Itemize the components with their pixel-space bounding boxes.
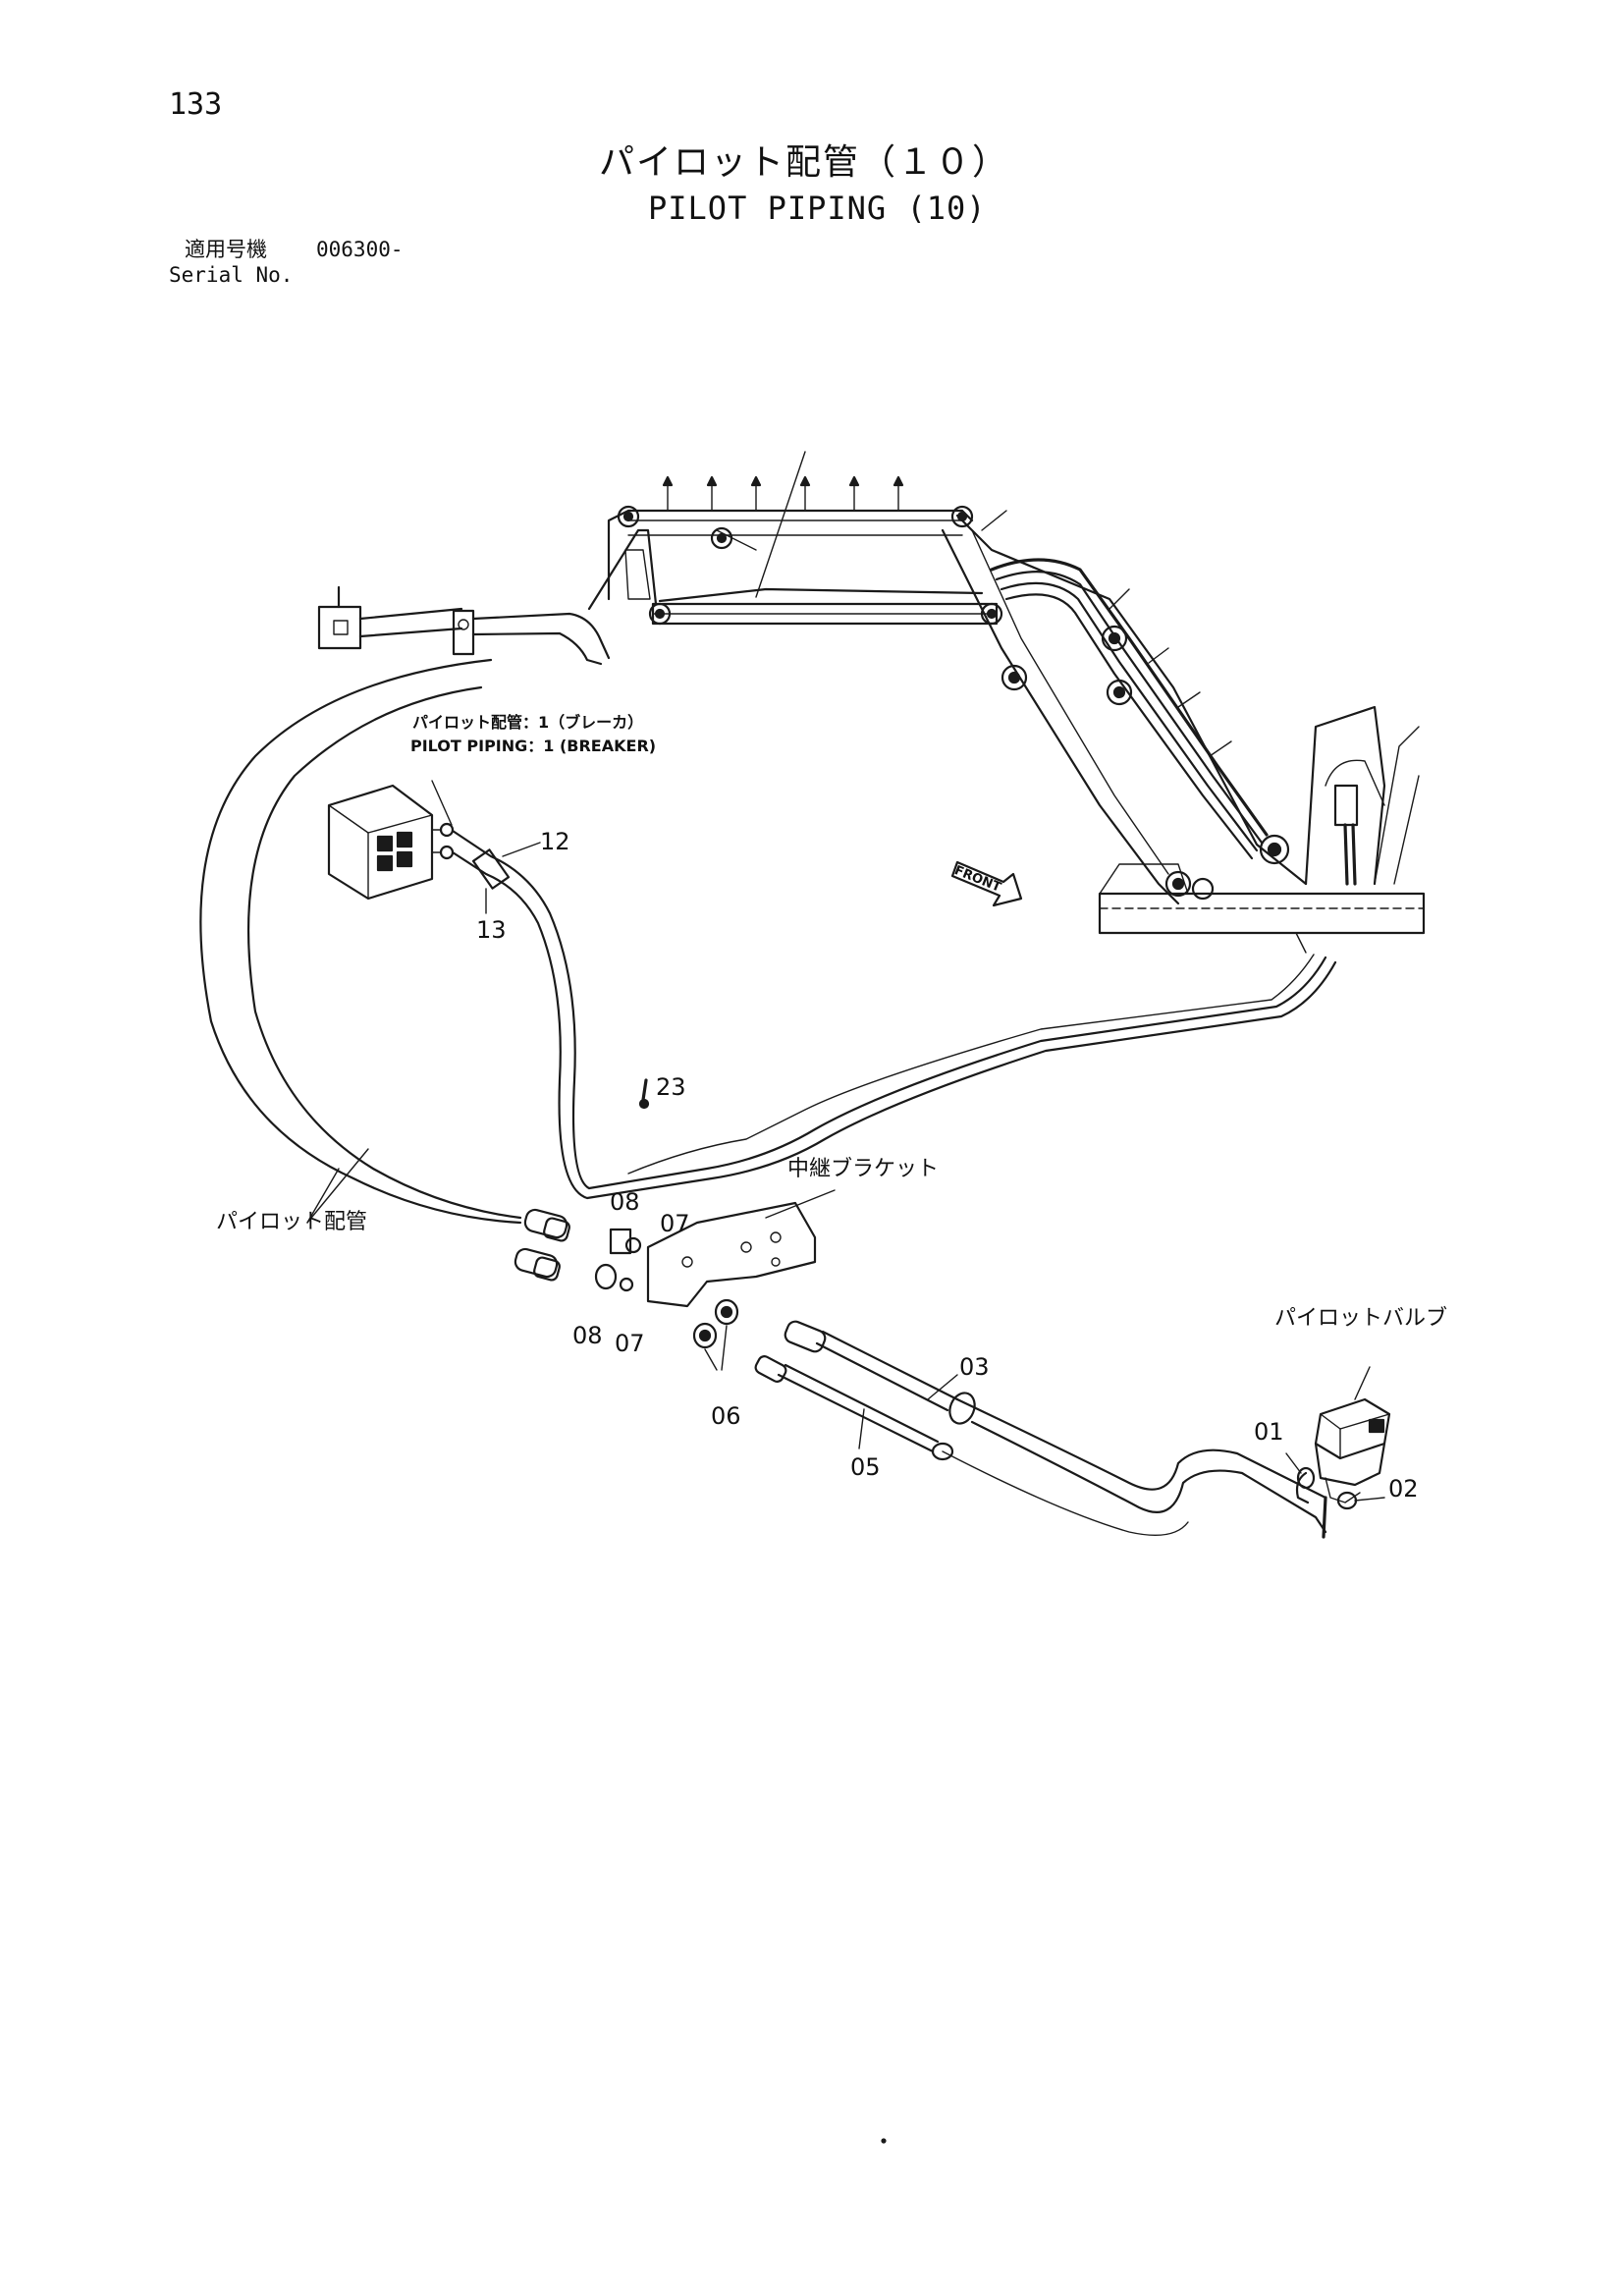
arm-gusset (587, 528, 658, 611)
boom-inner-edge (971, 529, 1169, 875)
pipe-05 (754, 1355, 954, 1461)
callout-05: 05 (850, 1453, 881, 1481)
arm-cyl-pin-a (648, 602, 672, 626)
callout-07-upper: 07 (660, 1210, 690, 1237)
leader-01 (1285, 1452, 1302, 1474)
pilot-hose-loop (199, 658, 522, 1225)
boom-upper-edge (955, 514, 1308, 886)
serial-label-jp: 適用号機 (185, 238, 267, 261)
arm-clamp-1 (452, 609, 475, 656)
front-arrow (950, 860, 1023, 907)
arm-clamp-bolt (458, 619, 469, 630)
serial-value: 006300- (316, 238, 404, 261)
fitting-13-clamp (471, 848, 511, 890)
arm-cyl-pin-b-center (986, 608, 998, 620)
boom-pin-1-center (1007, 671, 1021, 684)
scan-dot (881, 2138, 887, 2144)
ref-label-jp: パイロット配管：1（ブレーカ） (412, 713, 644, 732)
base-bracket (1304, 705, 1386, 886)
fitting-08-upper (609, 1228, 632, 1255)
callout-08-upper: 08 (610, 1188, 640, 1216)
pilot-valve-lines (942, 1397, 1327, 1537)
arm-top-ticks (662, 475, 904, 512)
pilot-leader-b (306, 1148, 369, 1224)
leader-03 (927, 1374, 958, 1400)
relay-bracket (646, 1201, 817, 1308)
valve-hoses (451, 829, 1337, 1200)
fitting-07-upper (624, 1236, 642, 1254)
breaker-valve (327, 784, 455, 901)
callout-01: 01 (1254, 1418, 1284, 1446)
arm-pin-1-center (622, 511, 634, 522)
leader-12 (502, 842, 541, 857)
pilot-piping-label: パイロット配管 (216, 1210, 368, 1234)
base-frame-left (1099, 863, 1189, 895)
pilot-valve (1295, 1397, 1391, 1539)
base-pin-a (1164, 870, 1192, 898)
arm-gusset-inner (624, 549, 651, 600)
arm-upper-hose-a (358, 607, 463, 621)
fitting-06-pair (692, 1298, 739, 1371)
page-number: 133 (169, 87, 223, 122)
arm-cyl-pin-b (980, 602, 1003, 626)
arm-pin-3-center (716, 532, 728, 544)
boom-foot-pin-center (1267, 842, 1282, 857)
pilot-valve-label: パイロットバルブ (1274, 1306, 1448, 1331)
callout-07-lower: 07 (615, 1330, 645, 1357)
callout-02: 02 (1388, 1475, 1419, 1503)
arm-hose-upper (658, 587, 984, 603)
pilot-leader-a (306, 1168, 340, 1224)
arm-leader-line (755, 451, 806, 598)
boom-lower-edge (941, 528, 1180, 905)
callout-06: 06 (711, 1402, 741, 1430)
arm-end-block (317, 605, 362, 650)
page-title-en: PILOT PIPING (10) (648, 190, 987, 227)
clip-23 (638, 1078, 650, 1110)
base-frame (1098, 892, 1426, 935)
arm-pin-1 (617, 505, 640, 528)
leader-05 (858, 1408, 865, 1449)
fitting-08-lower (594, 1263, 618, 1290)
boom-arm-assembly (317, 451, 1426, 954)
ref-leader (431, 780, 453, 826)
base-pin-b (1191, 877, 1215, 901)
base-pin-a-center (1171, 877, 1185, 891)
relay-bracket-label: 中継ブラケット (787, 1157, 940, 1181)
relay-leader (765, 1189, 836, 1219)
arm-end-bore (333, 620, 349, 635)
callout-12: 12 (540, 828, 570, 855)
page-title-jp: パイロット配管（１０） (599, 142, 1010, 183)
base-valve-block (1333, 784, 1359, 827)
arm-hose-run-1 (471, 612, 611, 660)
ref-label-en: PILOT PIPING：1 (BREAKER) (410, 737, 657, 755)
arm-upper-hose-b (358, 627, 463, 638)
callout-08-lower: 08 (572, 1322, 603, 1349)
arm-pin-2 (950, 505, 974, 528)
base-bracket-curve (1325, 759, 1385, 806)
fitting-07-lower (619, 1277, 634, 1292)
boom-pin-3-center (1112, 685, 1126, 699)
base-rear (1374, 726, 1420, 885)
base-stub (1295, 932, 1307, 954)
callout-13: 13 (476, 916, 507, 944)
arm-hose-run-2 (471, 631, 603, 666)
leader-pilot-valve (1354, 1366, 1371, 1400)
serial-label-en: Serial No. (169, 263, 294, 287)
fitting-group-lower (514, 1247, 634, 1292)
pipe-03 (784, 1320, 976, 1425)
boom-pin-1 (1001, 664, 1028, 691)
arm-cyl-pin-a-center (654, 608, 666, 620)
boom-side-ticks (981, 510, 1232, 757)
boom-foot-pin (1259, 834, 1290, 865)
arm-diag-brace (716, 529, 757, 551)
callout-03: 03 (959, 1353, 990, 1381)
leader-02 (1354, 1497, 1385, 1502)
callout-23: 23 (656, 1073, 686, 1101)
fitting-group-upper (523, 1208, 642, 1255)
base-hose-drop (1343, 823, 1357, 886)
arm-frame-top (607, 509, 974, 601)
boom-hose-bundle (990, 558, 1269, 860)
